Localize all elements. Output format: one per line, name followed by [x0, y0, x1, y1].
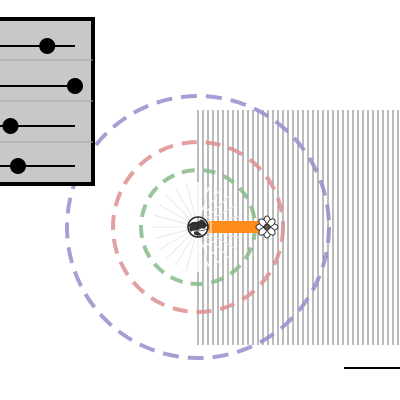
ring [111, 140, 285, 314]
flower-icon[interactable] [255, 215, 279, 239]
globe-icon[interactable] [187, 216, 209, 238]
ring [65, 94, 331, 360]
slider-panel [0, 17, 95, 186]
beam-bar [203, 221, 266, 233]
slider-knob[interactable] [67, 78, 83, 94]
sliders [0, 38, 93, 174]
slider-knob[interactable] [39, 38, 56, 54]
slider-knob[interactable] [10, 158, 26, 174]
slider-knob[interactable] [2, 118, 19, 134]
